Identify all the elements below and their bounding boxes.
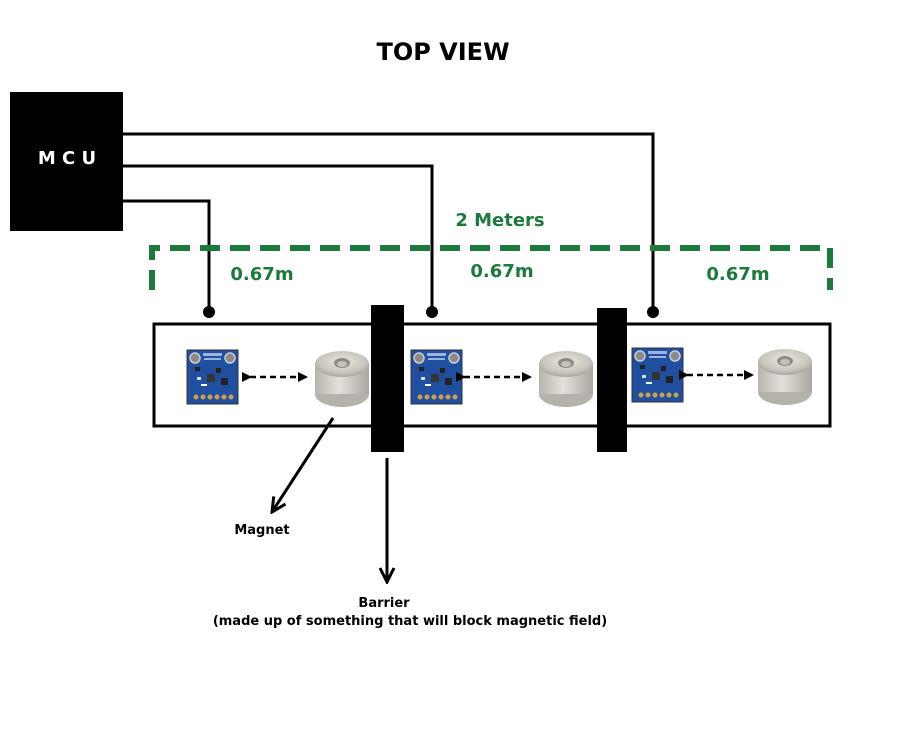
ring-magnet-1	[315, 351, 369, 407]
section-3	[631, 347, 812, 405]
barrier-note: (made up of something that will block ma…	[213, 614, 607, 629]
wire-sensor-2	[123, 164, 434, 312]
sensor-board-2	[410, 349, 463, 405]
dimension-segment-label-1: 0.67m	[230, 264, 293, 285]
ring-magnet-2	[539, 351, 593, 407]
mcu-block: M C U	[10, 92, 123, 231]
diagram-title: TOP VIEW	[376, 38, 509, 66]
mcu-label: M C U	[38, 148, 96, 169]
barrier-1	[371, 305, 404, 452]
sensor-board-1	[186, 349, 239, 405]
dimension-total-label: 2 Meters	[455, 210, 544, 231]
wire-connection-dot-2	[426, 306, 438, 318]
magnet-label: Magnet	[234, 523, 289, 538]
barrier-label: Barrier	[358, 596, 410, 611]
sensor-board-3	[631, 347, 684, 403]
wire-connection-dot-1	[203, 306, 215, 318]
section-2	[410, 349, 593, 407]
wire-sensor-1	[123, 199, 211, 312]
wires	[123, 132, 655, 312]
magnet-callout-arrow	[272, 417, 335, 512]
dimension-segment-label-2: 0.67m	[470, 261, 533, 282]
wire-sensor-3	[123, 132, 655, 312]
wire-connection-dot-3	[647, 306, 659, 318]
dimension-segment-label-3: 0.67m	[706, 264, 769, 285]
ring-magnet-3	[758, 349, 812, 405]
barrier-2	[597, 308, 627, 452]
